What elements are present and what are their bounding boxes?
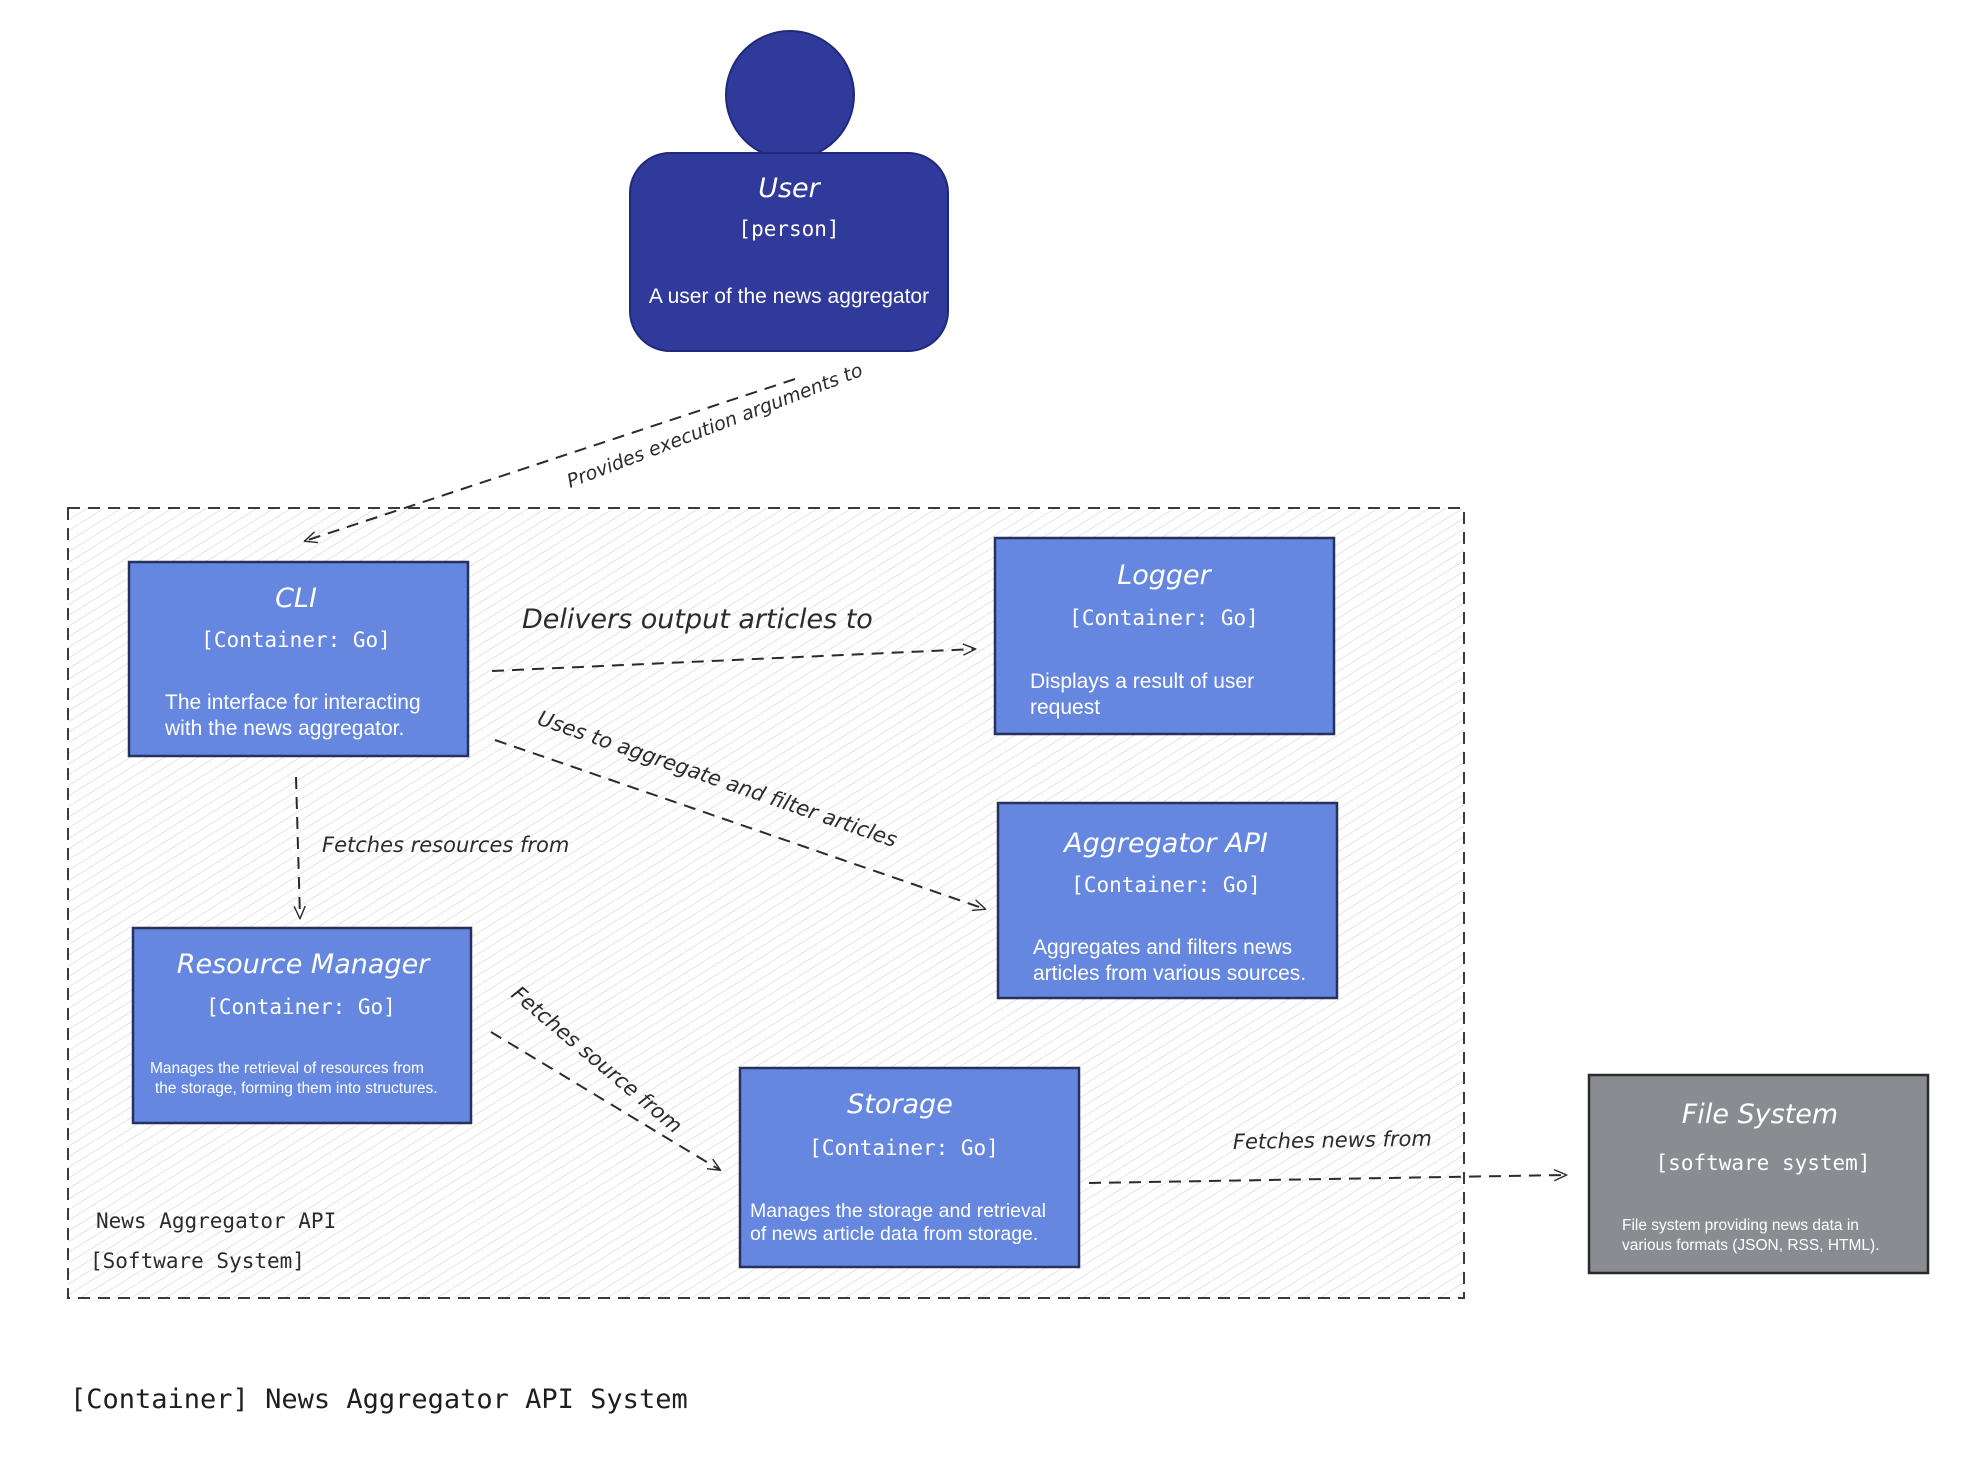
relation-label-cli-resource: Fetches resources from bbox=[322, 833, 569, 857]
file-system-type: [software system] bbox=[1656, 1151, 1871, 1175]
logger-type: [Container: Go] bbox=[1069, 606, 1259, 630]
person-name: User bbox=[758, 173, 821, 204]
container-storage[interactable]: Storage [Container: Go] Manages the stor… bbox=[738, 1066, 1081, 1269]
file-system-name: File System bbox=[1682, 1099, 1838, 1130]
person-user[interactable]: User [person] A user of the news aggrega… bbox=[629, 30, 949, 352]
resource-manager-description-line-1: Manages the retrieval of resources from bbox=[150, 1060, 424, 1077]
cli-description-line-2: with the news aggregator. bbox=[164, 717, 404, 740]
cli-type: [Container: Go] bbox=[201, 628, 391, 652]
person-body bbox=[629, 152, 949, 352]
resource-manager-description-line-2: the storage, forming them into structure… bbox=[155, 1080, 438, 1097]
boundary-type: [Software System] bbox=[90, 1249, 305, 1273]
storage-name: Storage bbox=[847, 1089, 953, 1120]
aggregator-description-line-2: articles from various sources. bbox=[1033, 962, 1306, 985]
person-description: A user of the news aggregator bbox=[649, 285, 929, 308]
relation-label-user-cli: Provides execution arguments to bbox=[564, 359, 866, 492]
aggregator-type: [Container: Go] bbox=[1071, 873, 1261, 897]
aggregator-name: Aggregator API bbox=[1062, 828, 1268, 859]
cli-name: CLI bbox=[275, 583, 317, 614]
storage-description-line-1: Manages the storage and retrieval bbox=[750, 1200, 1046, 1222]
storage-description-line-2: of news article data from storage. bbox=[750, 1223, 1038, 1245]
diagram-title: [Container] News Aggregator API System bbox=[70, 1384, 688, 1415]
relation-cli-to-resource-manager: Fetches resources from bbox=[296, 776, 569, 918]
relation-label-storage-fs: Fetches news from bbox=[1233, 1127, 1432, 1154]
person-head-icon bbox=[725, 30, 855, 160]
aggregator-description-line-1: Aggregates and filters news bbox=[1033, 936, 1292, 959]
logger-description-line-1: Displays a result of user bbox=[1030, 670, 1254, 693]
resource-manager-type: [Container: Go] bbox=[206, 995, 396, 1019]
external-file-system[interactable]: File System [software system] File syste… bbox=[1587, 1073, 1930, 1275]
container-cli[interactable]: CLI [Container: Go] The interface for in… bbox=[127, 560, 470, 758]
resource-manager-name: Resource Manager bbox=[177, 949, 431, 980]
container-resource-manager[interactable]: Resource Manager [Container: Go] Manages… bbox=[131, 926, 473, 1125]
logger-name: Logger bbox=[1117, 560, 1212, 591]
file-system-description-line-2: various formats (JSON, RSS, HTML). bbox=[1622, 1237, 1880, 1254]
storage-type: [Container: Go] bbox=[809, 1136, 999, 1160]
relation-label-cli-logger: Delivers output articles to bbox=[522, 604, 873, 635]
relation-cli-to-logger: Delivers output articles to bbox=[491, 604, 975, 672]
cli-description-line-1: The interface for interacting bbox=[165, 691, 421, 714]
boundary-name: News Aggregator API bbox=[96, 1209, 336, 1233]
container-logger[interactable]: Logger [Container: Go] Displays a result… bbox=[993, 536, 1336, 736]
logger-description-line-2: request bbox=[1030, 696, 1100, 719]
file-system-description-line-1: File system providing news data in bbox=[1622, 1217, 1859, 1234]
relation-storage-to-file-system: Fetches news from bbox=[1088, 1127, 1566, 1184]
container-aggregator-api[interactable]: Aggregator API [Container: Go] Aggregate… bbox=[996, 801, 1339, 1000]
person-type: [person] bbox=[738, 217, 839, 241]
